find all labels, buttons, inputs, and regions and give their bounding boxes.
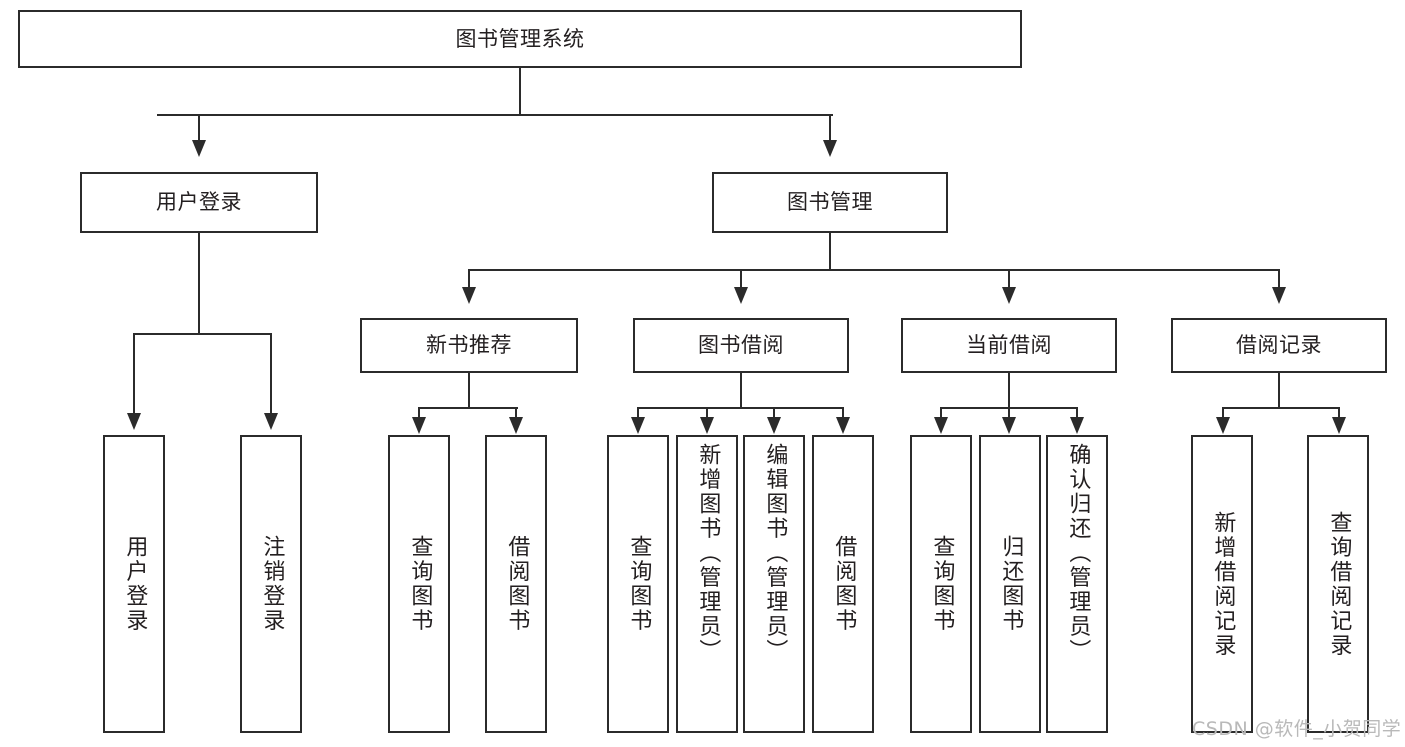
arrow-br-to-add (1216, 417, 1230, 434)
node-new-book-recommend[interactable]: 新书推荐 (360, 318, 578, 373)
leaf-br-add-record[interactable]: 新增借阅记录 (1191, 435, 1253, 733)
connector-root-bus (157, 114, 833, 117)
connector-user-login-bus (133, 333, 271, 336)
arrow-nbr-to-borrow (509, 417, 523, 434)
arrow-cb-to-query (934, 417, 948, 434)
connector-bb-stem (740, 373, 743, 409)
node-root-book-management-system[interactable]: 图书管理系统 (18, 10, 1022, 68)
connector-cb-to-query (940, 407, 943, 421)
node-label: 新增借阅记录 (1210, 510, 1236, 658)
node-label: 编辑图书（管理员） (762, 443, 788, 664)
connector-user-login-to-logout (270, 333, 273, 418)
connector-nbr-stem (468, 373, 471, 409)
connector-bm-to-book-borrow (740, 269, 743, 291)
node-user-login[interactable]: 用户登录 (80, 172, 318, 233)
arrow-user-login-to-login (127, 413, 141, 430)
leaf-user-logout[interactable]: 注销登录 (240, 435, 302, 733)
arrow-bm-to-new-book (462, 287, 476, 304)
arrow-bm-to-current-borrow (1002, 287, 1016, 304)
arrow-bm-to-borrow-record (1272, 287, 1286, 304)
connector-bm-to-new-book (468, 269, 471, 291)
connector-user-login-stem (198, 233, 201, 335)
leaf-br-query-record[interactable]: 查询借阅记录 (1307, 435, 1369, 733)
arrow-br-to-query (1332, 417, 1346, 434)
connector-br-to-add (1222, 407, 1225, 421)
connector-bb-to-add (706, 407, 709, 421)
connector-br-to-query (1338, 407, 1341, 421)
connector-root-to-book-management (829, 114, 832, 146)
connector-cb-to-confirm (1076, 407, 1079, 421)
connector-root-to-user-login (198, 114, 201, 146)
arrow-root-to-user-login (192, 140, 206, 157)
connector-bb-to-edit (773, 407, 776, 421)
leaf-nbr-query-book[interactable]: 查询图书 (388, 435, 450, 733)
connector-bm-to-current-borrow (1008, 269, 1011, 291)
connector-br-stem (1278, 373, 1281, 409)
node-book-management[interactable]: 图书管理 (712, 172, 948, 233)
node-borrow-record[interactable]: 借阅记录 (1171, 318, 1387, 373)
connector-nbr-to-query (418, 407, 421, 421)
connector-bb-bus (637, 407, 844, 410)
node-current-borrow[interactable]: 当前借阅 (901, 318, 1117, 373)
connector-nbr-bus (418, 407, 518, 410)
connector-cb-to-return (1008, 407, 1011, 421)
arrow-bb-to-lend (836, 417, 850, 434)
arrow-bb-to-query (631, 417, 645, 434)
node-label: 查询借阅记录 (1326, 510, 1352, 658)
arrow-bb-to-edit (767, 417, 781, 434)
node-label: 图书管理 (787, 190, 873, 215)
leaf-bb-lend-book[interactable]: 借阅图书 (812, 435, 874, 733)
node-label: 图书借阅 (698, 333, 784, 358)
node-label: 查询图书 (626, 535, 652, 633)
leaf-nbr-borrow-book[interactable]: 借阅图书 (485, 435, 547, 733)
arrow-bb-to-add (700, 417, 714, 434)
node-label: 归还图书 (998, 535, 1024, 633)
leaf-bb-query-book[interactable]: 查询图书 (607, 435, 669, 733)
node-label: 确认归还（管理员） (1065, 443, 1091, 664)
connector-br-bus (1222, 407, 1340, 410)
connector-bm-to-borrow-record (1278, 269, 1281, 291)
connector-bb-to-lend (842, 407, 845, 421)
connector-root-stem (519, 68, 522, 116)
node-label: 借阅记录 (1236, 333, 1322, 358)
arrow-cb-to-return (1002, 417, 1016, 434)
node-label: 图书管理系统 (455, 26, 585, 51)
node-label: 注销登录 (259, 535, 285, 633)
leaf-bb-add-book-admin[interactable]: 新增图书（管理员） (676, 435, 738, 733)
leaf-user-login[interactable]: 用户登录 (103, 435, 165, 733)
arrow-root-to-book-management (823, 140, 837, 157)
connector-cb-stem (1008, 373, 1011, 409)
leaf-cb-confirm-return-admin[interactable]: 确认归还（管理员） (1046, 435, 1108, 733)
connector-user-login-to-login (133, 333, 136, 418)
csdn-watermark: CSDN @软件_小贺同学 (1192, 718, 1402, 740)
node-label: 查询图书 (929, 535, 955, 633)
arrow-user-login-to-logout (264, 413, 278, 430)
arrow-cb-to-confirm (1070, 417, 1084, 434)
node-book-borrow[interactable]: 图书借阅 (633, 318, 849, 373)
connector-bb-to-query (637, 407, 640, 421)
node-label: 借阅图书 (504, 535, 530, 633)
node-label: 借阅图书 (831, 535, 857, 633)
node-label: 查询图书 (407, 535, 433, 633)
connector-nbr-to-borrow (515, 407, 518, 421)
connector-book-management-stem (829, 233, 832, 271)
connector-book-management-bus (468, 269, 1280, 272)
arrow-bm-to-book-borrow (734, 287, 748, 304)
leaf-cb-return-book[interactable]: 归还图书 (979, 435, 1041, 733)
leaf-cb-query-book[interactable]: 查询图书 (910, 435, 972, 733)
leaf-bb-edit-book-admin[interactable]: 编辑图书（管理员） (743, 435, 805, 733)
node-label: 新书推荐 (426, 333, 512, 358)
node-label: 当前借阅 (966, 333, 1052, 358)
node-label: 用户登录 (156, 190, 242, 215)
arrow-nbr-to-query (412, 417, 426, 434)
node-label: 用户登录 (122, 535, 148, 633)
node-label: 新增图书（管理员） (695, 443, 721, 664)
